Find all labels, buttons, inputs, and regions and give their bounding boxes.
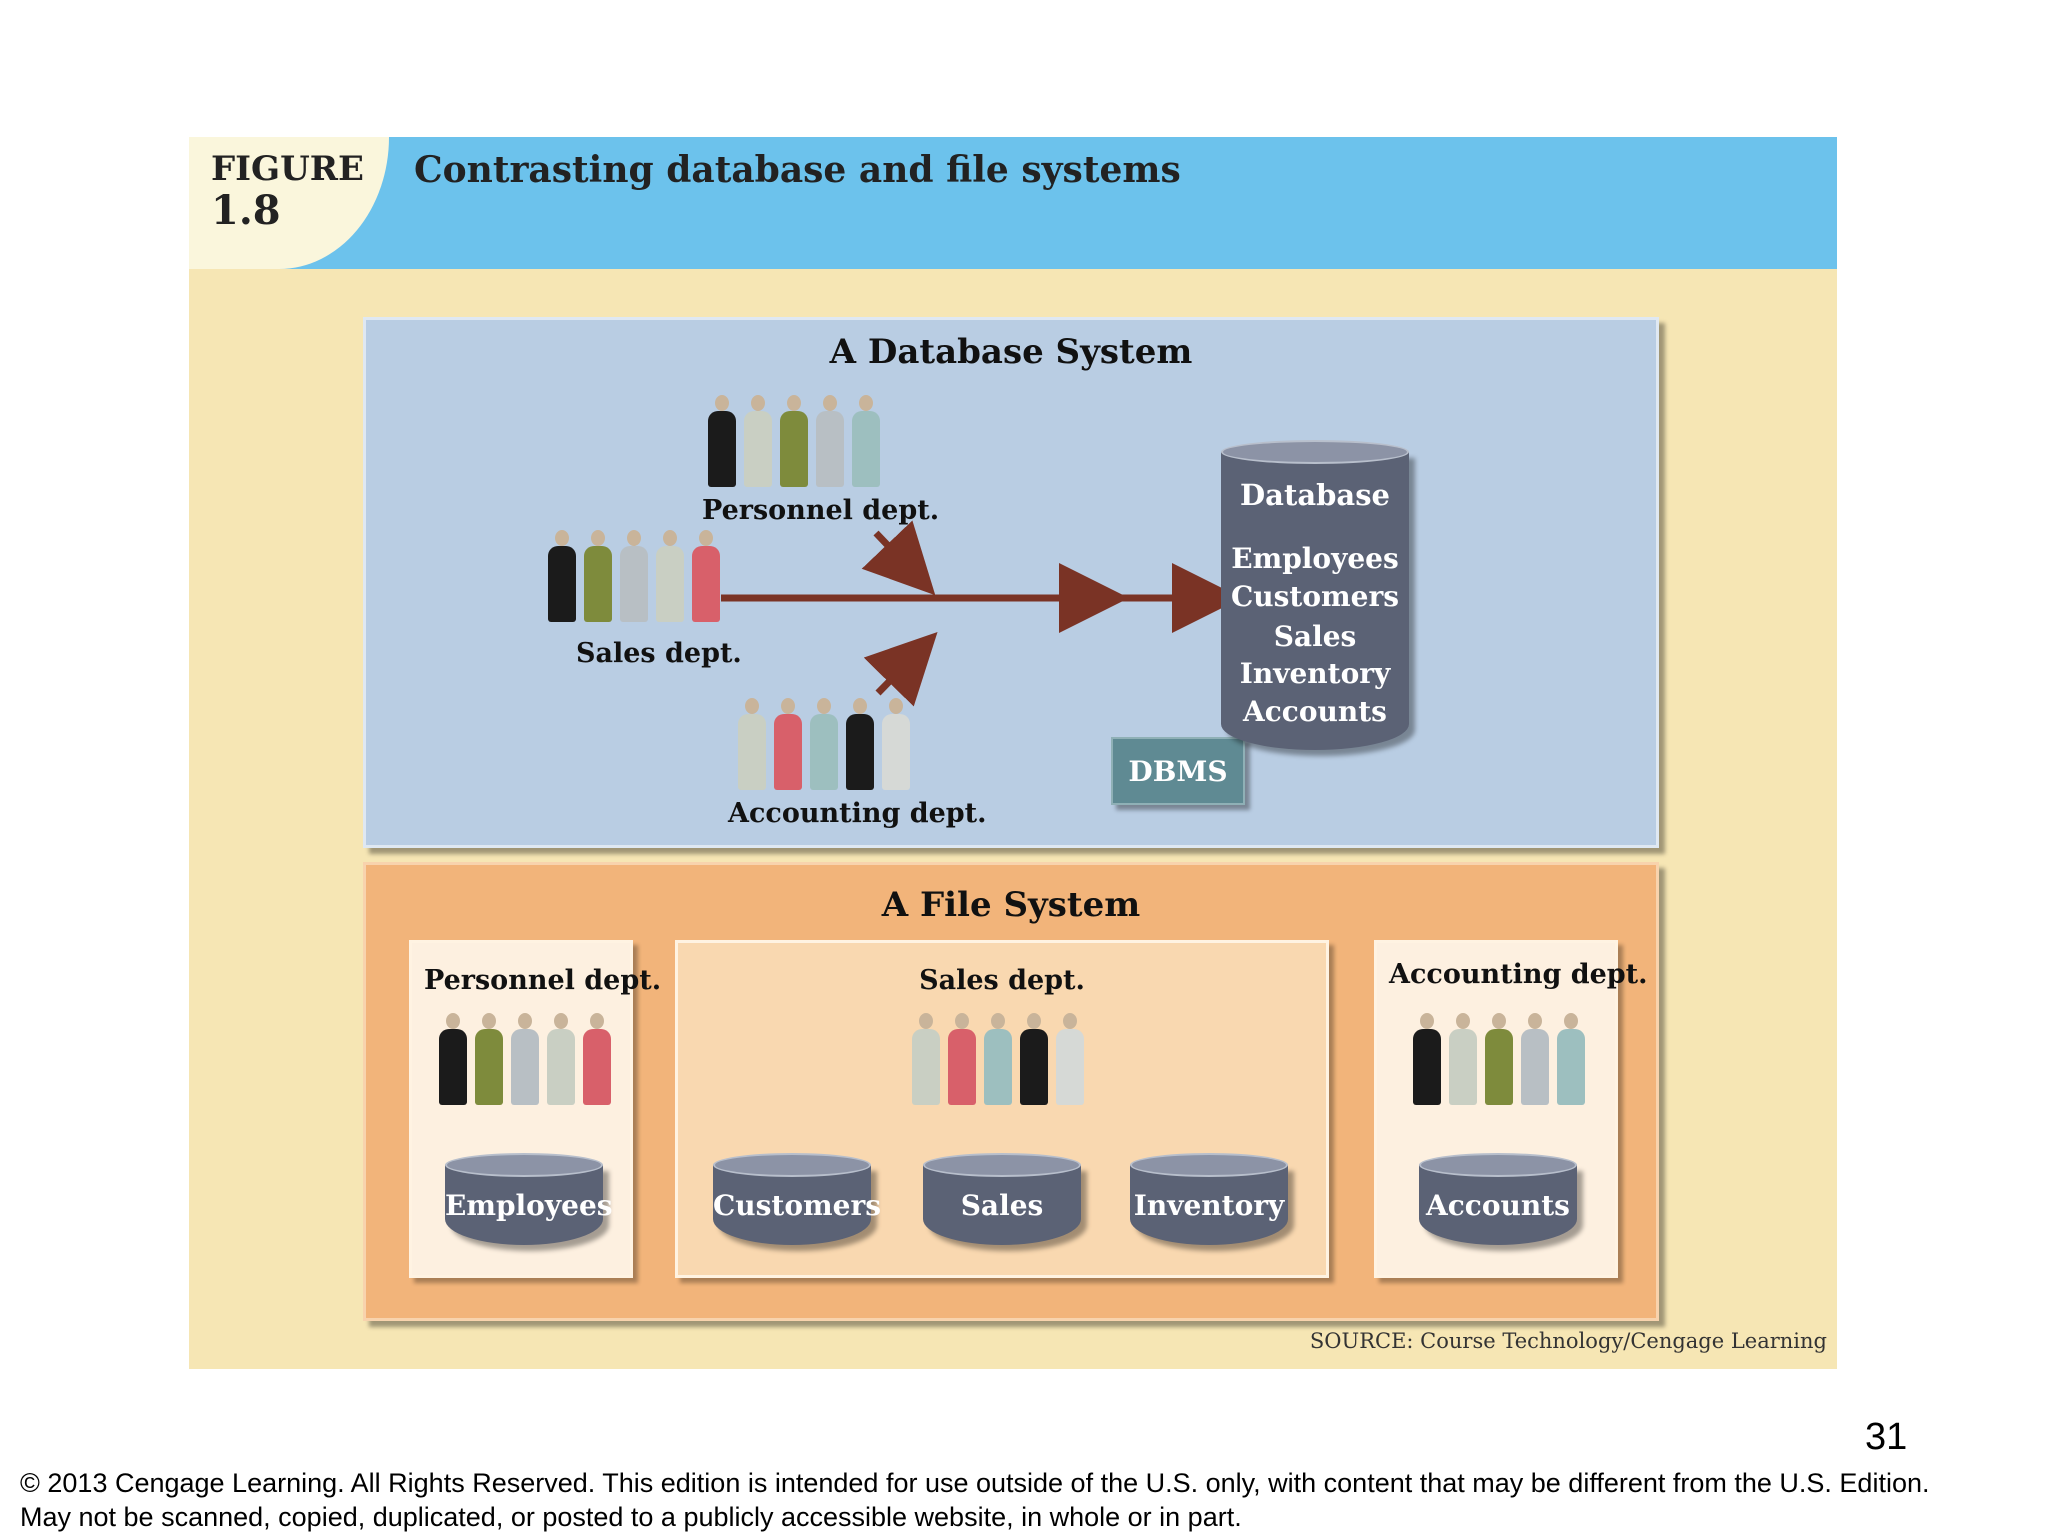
- person-figure: [582, 530, 614, 626]
- file-system-panel: A File System Personnel dept. Employees …: [363, 862, 1659, 1321]
- file-employees-label: Employees: [445, 1189, 613, 1222]
- file-customers-cylinder: Customers: [713, 1153, 881, 1245]
- figure-title: Contrasting database and file systems: [414, 149, 1181, 191]
- person-figure: [850, 395, 882, 491]
- person-figure: [736, 698, 768, 794]
- person-figure: [808, 698, 840, 794]
- file-inventory-cylinder: Inventory: [1130, 1153, 1288, 1245]
- person-figure: [778, 395, 810, 491]
- dbms-box: DBMS: [1111, 737, 1245, 805]
- person-figure: [437, 1013, 469, 1109]
- file-personnel-people: [437, 1013, 613, 1109]
- database-table-customers: Customers: [1231, 580, 1399, 613]
- file-accounting-label: Accounting dept.: [1389, 959, 1648, 990]
- person-figure: [910, 1013, 942, 1109]
- person-figure: [1447, 1013, 1479, 1109]
- person-figure: [982, 1013, 1014, 1109]
- database-cylinder: Database Employees Customers Sales Inven…: [1221, 440, 1409, 750]
- person-figure: [1018, 1013, 1050, 1109]
- person-figure: [1054, 1013, 1086, 1109]
- file-accounting-people: [1411, 1013, 1587, 1109]
- file-employees-cylinder: Employees: [445, 1153, 613, 1245]
- personnel-to-dbms-arrow: [861, 520, 936, 596]
- database-system-panel: A Database System Personnel dept.: [363, 317, 1659, 848]
- accounting-to-dbms-arrow: [863, 631, 938, 707]
- file-accounts-cylinder: Accounts: [1419, 1153, 1577, 1245]
- file-accounting-box: Accounting dept. Accounts: [1374, 940, 1648, 1278]
- database-table-employees: Employees: [1231, 542, 1399, 575]
- person-figure: [545, 1013, 577, 1109]
- file-sales-file-label: Sales: [960, 1189, 1044, 1222]
- figure-header: [189, 137, 1837, 269]
- slide-number: 31: [1865, 1416, 1908, 1458]
- file-sales-box: Sales dept. Customers Sales: [675, 940, 1329, 1278]
- person-figure: [546, 530, 578, 626]
- database-heading: Database: [1240, 478, 1390, 512]
- figure-source: SOURCE: Course Technology/Cengage Learni…: [1309, 1329, 1827, 1353]
- copyright-line-1: © 2013 Cengage Learning. All Rights Rese…: [20, 1468, 1930, 1498]
- person-figure: [814, 395, 846, 491]
- sales-dept-label: Sales dept.: [576, 638, 742, 669]
- database-system-title: A Database System: [829, 332, 1193, 372]
- person-figure: [654, 530, 686, 626]
- accounting-people-group: [736, 698, 912, 794]
- person-figure: [581, 1013, 613, 1109]
- figure-label-word: FIGURE: [211, 149, 364, 189]
- dbms-label: DBMS: [1128, 754, 1228, 788]
- personnel-dept-label: Personnel dept.: [702, 495, 940, 526]
- person-figure: [690, 530, 722, 626]
- person-figure: [618, 530, 650, 626]
- person-figure: [844, 698, 876, 794]
- file-inventory-label: Inventory: [1133, 1189, 1285, 1222]
- file-personnel-box: Personnel dept. Employees: [409, 940, 661, 1278]
- database-arrows: [721, 520, 1242, 707]
- database-table-accounts: Accounts: [1243, 695, 1387, 728]
- copyright-notice: © 2013 Cengage Learning. All Rights Rese…: [20, 1466, 2040, 1534]
- person-figure: [1483, 1013, 1515, 1109]
- person-figure: [1411, 1013, 1443, 1109]
- person-figure: [509, 1013, 541, 1109]
- figure: FIGURE 1.8 Contrasting database and file…: [189, 137, 1837, 1369]
- personnel-people-group: [706, 395, 882, 491]
- person-figure: [473, 1013, 505, 1109]
- file-customers-label: Customers: [713, 1189, 881, 1222]
- database-table-sales: Sales: [1273, 620, 1357, 653]
- person-figure: [772, 698, 804, 794]
- person-figure: [706, 395, 738, 491]
- copyright-line-2: May not be scanned, copied, duplicated, …: [20, 1502, 1242, 1532]
- file-sales-people: [910, 1013, 1086, 1109]
- file-sales-label: Sales dept.: [919, 965, 1085, 996]
- person-figure: [880, 698, 912, 794]
- person-figure: [1519, 1013, 1551, 1109]
- file-system-title: A File System: [881, 885, 1141, 925]
- person-figure: [1555, 1013, 1587, 1109]
- sales-people-group: [546, 530, 722, 626]
- person-figure: [946, 1013, 978, 1109]
- person-figure: [742, 395, 774, 491]
- file-accounts-label: Accounts: [1426, 1189, 1570, 1222]
- file-personnel-label: Personnel dept.: [424, 965, 662, 996]
- accounting-dept-label: Accounting dept.: [728, 798, 987, 829]
- database-table-inventory: Inventory: [1239, 657, 1391, 690]
- figure-label-number: 1.8: [211, 187, 281, 234]
- file-sales-cylinder: Sales: [923, 1153, 1081, 1245]
